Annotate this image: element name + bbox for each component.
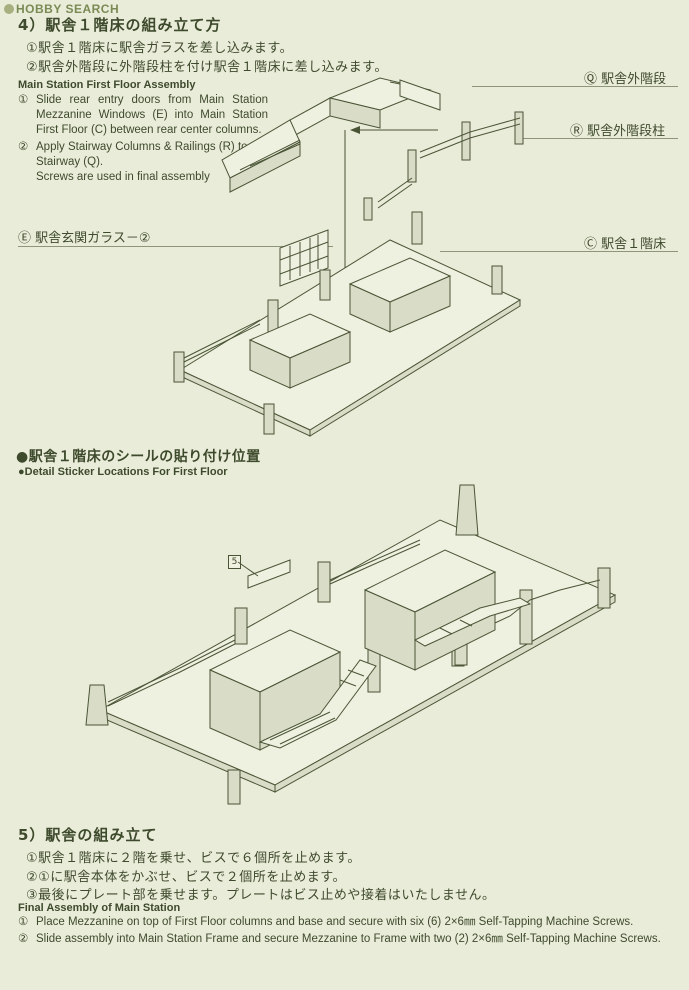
sticker-position — [247, 559, 291, 589]
label-r-line — [520, 138, 678, 139]
section4-step1-jp: ①駅舎１階床に駅舎ガラスを差し込みます。 — [26, 41, 294, 56]
first-floor-base-part — [173, 211, 522, 437]
section4-step2-jp: ②駅舎外階段に外階段柱を付け駅舎１階床に差し込みます。 — [26, 60, 388, 75]
item-text: Apply Stairway Columns & Railings (R) to… — [36, 141, 248, 183]
item-number: ① — [18, 916, 29, 928]
logo-icon — [4, 4, 14, 14]
stickers-title-jp: ●駅舎１階床のシールの貼り付け位置 — [16, 449, 261, 465]
item-number: ② — [18, 933, 29, 945]
item-number: ② — [18, 141, 29, 153]
stickers-title-en: ●Detail Sticker Locations For First Floo… — [18, 466, 228, 478]
assembled-first-floor — [85, 484, 617, 805]
watermark-text: HOBBY SEARCH — [16, 2, 120, 16]
label-e: Ⓔ 駅舎玄関ガラス－② — [18, 231, 151, 246]
label-q: Ⓠ 駅舎外階段 — [584, 72, 667, 87]
first-floor-exploded-diagram — [173, 77, 524, 437]
section5-step2-jp: ②①に駅舎本体をかぶせ、ビスで２個所を止めます。 — [26, 870, 347, 885]
section4-en-item-1: ① Slide rear entry doors from Main Stati… — [18, 93, 268, 138]
section5-en-title: Final Assembly of Main Station — [18, 902, 181, 914]
section5-title: 5）駅舎の組み立て — [18, 826, 158, 844]
label-e-line — [18, 246, 333, 247]
label-c: Ⓒ 駅舎１階床 — [584, 237, 667, 252]
window-glass-part — [279, 229, 329, 287]
label-q-line — [472, 86, 678, 87]
stairway-part — [221, 77, 441, 193]
watermark-logo: HOBBY SEARCH — [4, 2, 119, 16]
section5-en-list: ① Place Mezzanine on top of First Floor … — [18, 915, 668, 947]
item-text: Slide rear entry doors from Main Station… — [36, 94, 268, 136]
section5-en-item-1: ① Place Mezzanine on top of First Floor … — [18, 915, 668, 930]
section4-en-title: Main Station First Floor Assembly — [18, 79, 196, 91]
section5-en-item-2: ② Slide assembly into Main Station Frame… — [18, 932, 668, 947]
section4-en-item-2: ② Apply Stairway Columns & Railings (R) … — [18, 140, 268, 185]
item-text: Slide assembly into Main Station Frame a… — [36, 933, 661, 945]
label-r: Ⓡ 駅舎外階段柱 — [570, 124, 666, 139]
item-text: Place Mezzanine on top of First Floor co… — [36, 916, 634, 928]
section5-step1-jp: ①駅舎１階床に２階を乗せ、ビスで６個所を止めます。 — [26, 851, 361, 866]
section4-title: 4）駅舎１階床の組み立て方 — [18, 16, 222, 34]
section5-step3-jp: ③最後にプレート部を乗せます。プレートはビス止めや接着はいたしません。 — [26, 888, 496, 903]
stairway-columns-part — [363, 111, 524, 221]
sticker-location-diagram — [85, 484, 617, 805]
item-number: ① — [18, 94, 29, 106]
sticker-number-box: 5 — [228, 555, 241, 569]
label-c-line — [440, 251, 678, 252]
section4-en-list: ① Slide rear entry doors from Main Stati… — [18, 93, 268, 185]
